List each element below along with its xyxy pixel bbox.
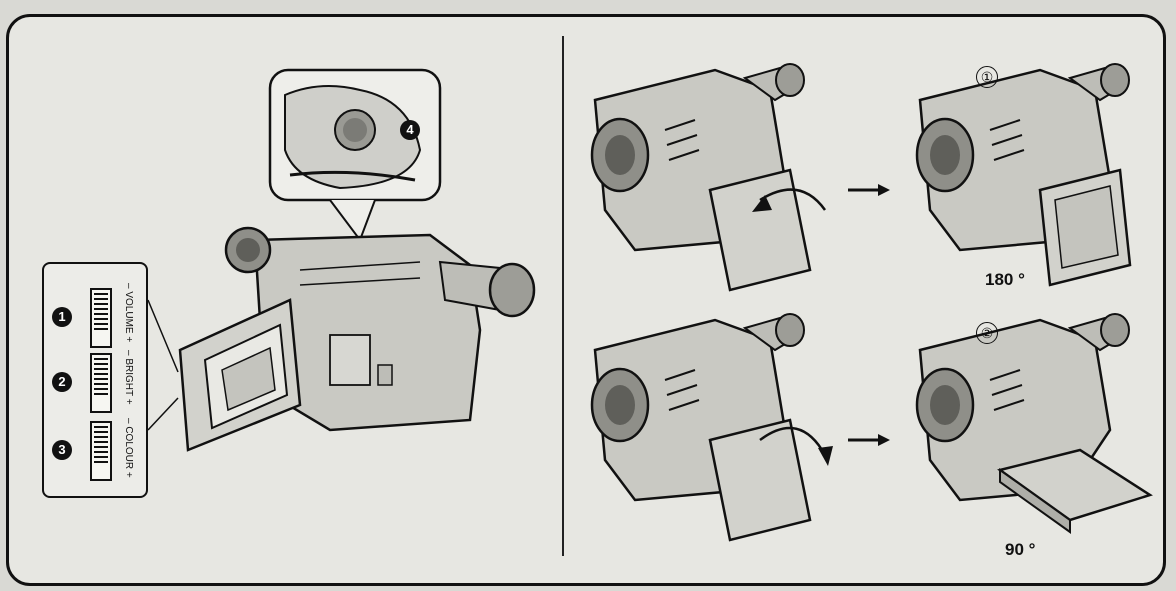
brightness-wheel xyxy=(90,353,112,413)
angle-label-90: 90 ° xyxy=(1005,540,1036,559)
lcd-panel-open xyxy=(178,298,302,452)
angle-label-180: 180 ° xyxy=(985,270,1025,289)
control-badge-1: 1 xyxy=(52,307,72,327)
control-badge-3: 3 xyxy=(52,440,72,460)
control-badge-2: 2 xyxy=(52,372,72,392)
camcorder-main xyxy=(224,226,536,432)
camcorder-step1-before xyxy=(590,62,812,292)
right-arrow-icon-step1 xyxy=(848,184,890,196)
rotation-arrow-step1 xyxy=(752,188,827,212)
control-leader-line xyxy=(147,397,179,431)
camcorder-step2-before xyxy=(590,312,812,542)
detail-callout xyxy=(268,68,442,243)
right-arrow-icon-step2 xyxy=(848,434,890,446)
control-leader-line xyxy=(147,299,179,373)
step-marker-1: ① xyxy=(976,66,998,88)
detail-badge-4: 4 xyxy=(400,120,420,140)
rotation-arrow-step2 xyxy=(759,426,833,466)
colour-wheel xyxy=(90,421,112,481)
panel-divider xyxy=(562,36,564,556)
step-marker-2: ② xyxy=(976,322,998,344)
camcorder-step1-after xyxy=(915,62,1132,287)
volume-wheel xyxy=(90,288,112,348)
camcorder-step2-after xyxy=(915,312,1153,534)
